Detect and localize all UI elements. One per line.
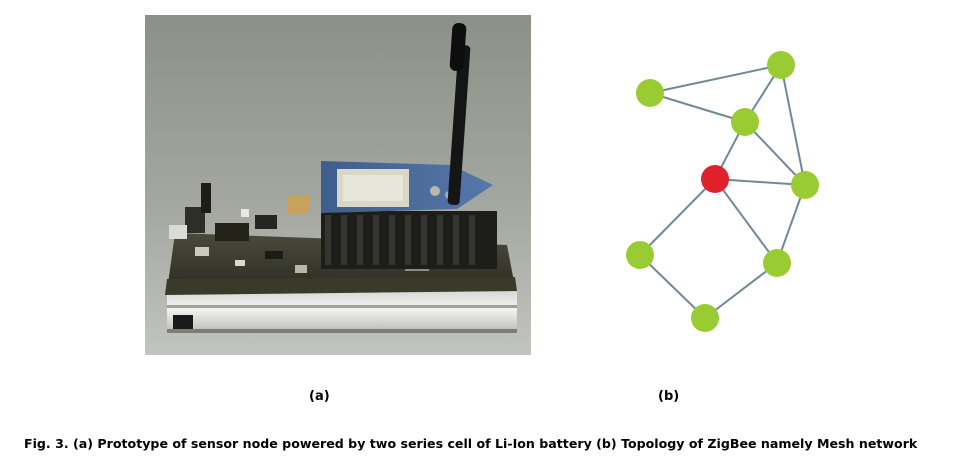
sensor-node-photo (145, 15, 531, 355)
figure-caption: Fig. 3. (a) Prototype of sensor node pow… (24, 436, 918, 451)
link-n4-n5 (714, 178, 806, 186)
link-n6-n8 (639, 254, 706, 319)
router-node-n5 (791, 171, 819, 199)
antenna (447, 22, 471, 205)
link-n1-n2 (649, 64, 782, 94)
router-node-n6 (626, 241, 654, 269)
xbee-module (321, 161, 497, 269)
battery-pack (167, 285, 517, 333)
link-n4-n6 (639, 178, 716, 256)
router-node-n1 (636, 79, 664, 107)
router-node-n7 (763, 249, 791, 277)
link-n1-n3 (649, 92, 746, 123)
router-node-n3 (731, 108, 759, 136)
link-n2-n5 (780, 64, 806, 186)
panel-label-b: (b) (658, 389, 680, 404)
panel-label-a: (a) (309, 389, 330, 404)
router-node-n2 (767, 51, 795, 79)
link-n7-n8 (704, 262, 778, 319)
link-n3-n5 (744, 121, 806, 186)
link-n4-n7 (714, 178, 778, 264)
router-node-n8 (691, 304, 719, 332)
coordinator-node (701, 165, 729, 193)
mesh-topology-diagram (600, 40, 840, 340)
